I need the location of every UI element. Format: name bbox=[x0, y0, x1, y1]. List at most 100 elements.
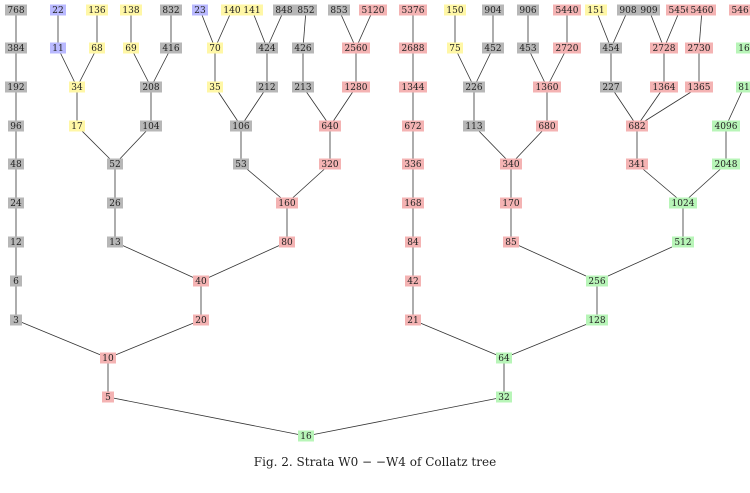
node-label: 454 bbox=[602, 44, 619, 54]
node-box bbox=[5, 4, 27, 16]
node-box bbox=[638, 4, 660, 16]
tree-node: 416 bbox=[160, 42, 182, 54]
node-box bbox=[241, 4, 263, 16]
tree-edge bbox=[114, 125, 152, 165]
tree-node: 168 bbox=[402, 197, 424, 209]
node-box bbox=[107, 197, 123, 209]
node-label: 48 bbox=[10, 160, 22, 170]
node-box bbox=[140, 120, 162, 132]
node-label: 1024 bbox=[672, 199, 695, 209]
tree-edge bbox=[648, 9, 665, 49]
node-label: 35 bbox=[209, 83, 221, 93]
tree-edge bbox=[473, 47, 494, 88]
figure-caption: Fig. 2. Strata W0 − −W4 of Collatz tree bbox=[253, 455, 497, 469]
node-box bbox=[500, 197, 522, 209]
tree-node: 32 bbox=[496, 391, 512, 403]
tree-node: 11 bbox=[50, 42, 66, 54]
node-box bbox=[463, 120, 485, 132]
node-label: 81 bbox=[738, 83, 749, 93]
tree-node: 16 bbox=[736, 42, 750, 54]
node-label: 424 bbox=[258, 44, 275, 54]
node-box bbox=[193, 275, 209, 287]
node-box bbox=[102, 391, 114, 403]
tree-node: 341 bbox=[626, 158, 648, 170]
node-box bbox=[256, 42, 278, 54]
tree-node: 141 bbox=[241, 4, 263, 16]
node-box bbox=[298, 430, 314, 442]
node-box bbox=[626, 158, 648, 170]
node-label: 70 bbox=[209, 44, 221, 54]
node-label: 1360 bbox=[536, 83, 559, 93]
tree-node: 1360 bbox=[533, 81, 561, 93]
node-label: 34 bbox=[71, 83, 83, 93]
node-box bbox=[586, 314, 608, 326]
tree-node: 138 bbox=[120, 4, 142, 16]
node-label: 151 bbox=[587, 6, 604, 16]
tree-edge bbox=[329, 86, 357, 127]
tree-node: 106 bbox=[230, 120, 252, 132]
tree-node: 3 bbox=[10, 314, 22, 326]
node-box bbox=[399, 42, 427, 54]
node-box bbox=[533, 81, 561, 93]
node-label: 682 bbox=[628, 122, 645, 132]
node-box bbox=[600, 81, 622, 93]
node-label: 904 bbox=[484, 6, 501, 16]
node-box bbox=[496, 391, 512, 403]
node-box bbox=[600, 42, 622, 54]
tree-edge bbox=[251, 9, 268, 49]
node-box bbox=[650, 42, 678, 54]
node-box bbox=[586, 275, 608, 287]
tree-node: 227 bbox=[600, 81, 622, 93]
node-label: 52 bbox=[109, 160, 120, 170]
node-label: 75 bbox=[449, 44, 461, 54]
node-label: 906 bbox=[519, 6, 536, 16]
node-label: 170 bbox=[502, 199, 519, 209]
node-box bbox=[736, 81, 750, 93]
node-label: 40 bbox=[195, 277, 207, 287]
node-label: 128 bbox=[588, 316, 605, 326]
tree-node: 904 bbox=[482, 4, 504, 16]
node-box bbox=[230, 120, 252, 132]
tree-edge bbox=[107, 319, 202, 359]
node-label: 140 bbox=[223, 6, 240, 16]
tree-edge bbox=[76, 125, 116, 165]
node-label: 5120 bbox=[362, 6, 385, 16]
node-label: 640 bbox=[321, 122, 338, 132]
tree-node: 2728 bbox=[650, 42, 678, 54]
node-box bbox=[342, 81, 370, 93]
node-box bbox=[8, 120, 24, 132]
tree-edge bbox=[302, 86, 331, 127]
tree-edge bbox=[510, 241, 598, 282]
node-label: 384 bbox=[7, 44, 24, 54]
node-box bbox=[273, 4, 295, 16]
node-label: 10 bbox=[102, 354, 114, 364]
tree-node: 853 bbox=[328, 4, 350, 16]
node-label: 5456 bbox=[669, 6, 692, 16]
tree-node: 96 bbox=[8, 120, 24, 132]
node-label: 3 bbox=[13, 316, 19, 326]
node-label: 84 bbox=[407, 238, 419, 248]
tree-edge bbox=[596, 241, 684, 282]
tree-edge bbox=[355, 9, 374, 49]
tree-node: 680 bbox=[536, 120, 558, 132]
tree-edge bbox=[682, 163, 727, 204]
node-box bbox=[276, 197, 298, 209]
node-box bbox=[626, 120, 648, 132]
tree-edge bbox=[214, 9, 233, 49]
node-label: 208 bbox=[142, 83, 159, 93]
node-box bbox=[359, 4, 387, 16]
tree-edge bbox=[338, 9, 357, 49]
node-label: 672 bbox=[404, 122, 421, 132]
tree-node: 453 bbox=[517, 42, 539, 54]
node-label: 227 bbox=[602, 83, 619, 93]
tree-edge bbox=[302, 9, 307, 49]
node-box bbox=[447, 42, 463, 54]
tree-edges bbox=[15, 9, 745, 437]
node-label: 320 bbox=[321, 160, 338, 170]
node-box bbox=[107, 158, 123, 170]
node-label: 160 bbox=[278, 199, 295, 209]
node-box bbox=[536, 120, 558, 132]
node-label: 1365 bbox=[688, 83, 711, 93]
